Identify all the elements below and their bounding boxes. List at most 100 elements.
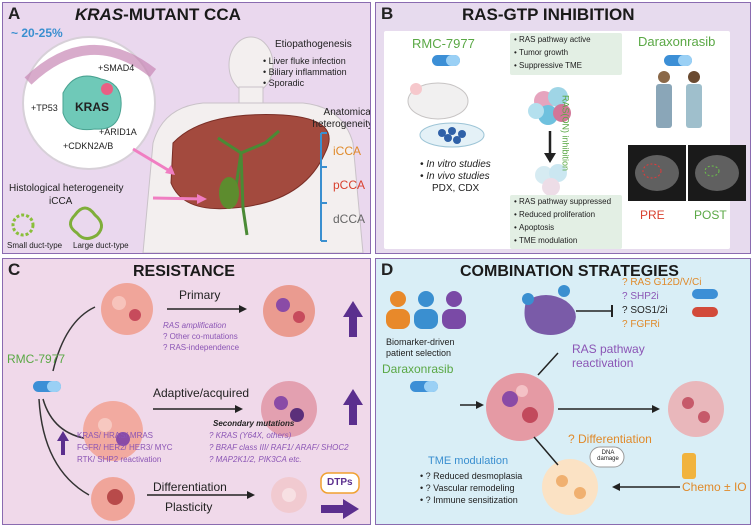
panel-title: KRAS-MUTANT CCA xyxy=(75,5,241,24)
biomarker-selection-label: Biomarker-driven patient selection xyxy=(386,337,455,359)
ras-suppressed-item: RAS pathway suppressed xyxy=(514,197,611,206)
etiopathogenesis-title: Etiopathogenesis xyxy=(275,39,352,50)
rmc-7977-label: RMC-7977 xyxy=(7,352,66,366)
tme-item: ? Immune sensitization xyxy=(420,495,518,505)
study-item: In vitro studies xyxy=(420,159,490,171)
primary-item: ? RAS-independence xyxy=(163,343,240,352)
daraxonrasib-label: Daraxonrasib xyxy=(382,362,454,376)
dtp-arrow-icon xyxy=(321,499,359,519)
ras-on-inhibition-label: RAS(ON) inhibition xyxy=(560,95,571,172)
arid1a-label: +ARID1A xyxy=(99,127,137,137)
secondary-item: ? KRAS (Y64X, others) xyxy=(209,431,292,440)
tme-item: ? Vascular remodeling xyxy=(420,483,515,493)
ras-active-item: Tumor growth xyxy=(514,48,568,57)
bile-duct-tree xyxy=(217,129,280,236)
cdkn2a-label: +CDKN2A/B xyxy=(63,141,114,151)
panel-d-illustration xyxy=(386,285,724,515)
primary-label: Primary xyxy=(179,288,221,302)
histological-heterogeneity-title: Histological heterogeneity xyxy=(9,183,124,194)
dcca-label: dCCA xyxy=(333,212,366,226)
panel-title: RAS-GTP INHIBITION xyxy=(462,5,635,24)
liver-illustration xyxy=(170,114,330,210)
anatomical-heterogeneity-title: Anatomical heterogeneity xyxy=(312,107,371,130)
up-arrow-icon xyxy=(343,301,363,337)
combo-item-fgfr: ? FGFRi xyxy=(622,319,660,330)
panel-letter: C xyxy=(8,260,21,279)
patients-icon xyxy=(386,291,466,329)
rmc-7977-label: RMC-7977 xyxy=(412,36,475,51)
tme-item: ? Reduced desmoplasia xyxy=(420,471,523,481)
panel-a-illustration xyxy=(11,36,364,253)
panel-title: COMBINATION STRATEGIES xyxy=(460,263,679,280)
study-models-label: PDX, CDX xyxy=(432,183,480,194)
study-item: In vivo studies xyxy=(420,171,489,183)
combo-item-shp2: ? SHP2i xyxy=(622,291,659,302)
dna-damage-badge xyxy=(589,446,625,468)
panel-a-kras-mutant-cca: A KRAS-MUTANT CCA ~ 20-25% KRAS +SMAD4 +… xyxy=(2,2,371,254)
up-arrow-icon xyxy=(343,389,363,425)
pcca-label: pCCA xyxy=(333,178,366,192)
ras-active-item: RAS pathway active xyxy=(514,35,591,44)
tme-modulation-title: TME modulation xyxy=(428,455,509,467)
primary-item: RAS amplification xyxy=(163,321,227,330)
dtps-label: DTPs xyxy=(327,477,353,488)
chemo-bag-icon xyxy=(682,453,696,479)
ras-suppressed-item: Reduced proliferation xyxy=(514,210,595,219)
pill-icon xyxy=(432,55,460,66)
pill-icon xyxy=(664,55,692,66)
icca-label: iCCA xyxy=(333,144,362,158)
dtps-badge xyxy=(320,472,360,494)
panel-b-illustration xyxy=(407,55,746,201)
secondary-item: ? BRAF class III/ RAF1/ ARAF/ SHOC2 xyxy=(209,443,349,452)
etio-item: Biliary inflammation xyxy=(263,67,347,77)
kras-label: KRAS xyxy=(75,100,110,114)
tumor-cluster-treated-icon xyxy=(535,164,567,196)
adaptive-acquired-label: Adaptive/acquired xyxy=(153,386,250,400)
panel-title: RESISTANCE xyxy=(133,263,235,280)
reactivation-item: KRAS/ HRAS/ MRAS xyxy=(77,431,154,440)
large-duct-icon xyxy=(69,206,103,240)
panel-letter: B xyxy=(381,4,394,23)
panel-letter: A xyxy=(8,4,21,23)
panel-d-combination-strategies: D COMBINATION STRATEGIES Biomarker-drive… xyxy=(375,258,751,525)
histological-icca-label: iCCA xyxy=(49,196,73,207)
reactivation-item: RTK/ SHP2 reactivation xyxy=(77,455,162,464)
dna-damage-label: DNA damage xyxy=(597,450,619,462)
tumor-cluster-acquired-icon xyxy=(261,381,317,437)
patient-figure-icon xyxy=(656,71,702,128)
combo-pill-icon xyxy=(692,289,718,299)
dispersed-tumor-icon xyxy=(668,381,724,437)
receptor-protein-icon xyxy=(524,295,576,335)
tp53-label: +TP53 xyxy=(31,103,58,113)
prevalence-label: ~ 20-25% xyxy=(11,26,63,40)
mouse-icon xyxy=(407,82,469,120)
combo-pill-icon xyxy=(692,307,718,317)
tumor-cluster-icon xyxy=(486,373,554,441)
differentiation-label: Differentiation xyxy=(153,480,227,494)
panel-c-resistance: C RESISTANCE RMC-7977 Primary RAS amplif… xyxy=(2,258,371,525)
gallbladder-illustration xyxy=(219,177,239,209)
etio-item: Sporadic xyxy=(263,78,305,88)
small-duct-icon xyxy=(11,213,35,237)
pre-label: PRE xyxy=(640,208,665,222)
tumor-cluster-primary-icon xyxy=(101,283,153,335)
panel-c-illustration xyxy=(33,283,363,521)
secondary-item: ? MAP2K1/2, PIK3CA etc. xyxy=(209,455,302,464)
ras-suppressed-item: TME modulation xyxy=(514,236,577,245)
differentiation-label: ? Differentiation xyxy=(568,432,652,446)
tumor-cluster-icon xyxy=(528,87,571,125)
plasticity-label: Plasticity xyxy=(165,500,213,514)
etio-item: Liver fluke infection xyxy=(263,56,346,66)
chemo-io-label: Chemo ± IO xyxy=(682,480,747,494)
tme-cluster-icon xyxy=(542,459,598,515)
combo-item-sos: ? SOS1/2i xyxy=(622,305,668,316)
post-label: POST xyxy=(694,208,727,222)
reactivation-item: FGFR/ HER2/ HER3/ MYC xyxy=(77,443,173,452)
ras-suppressed-item: Apoptosis xyxy=(514,223,554,232)
small-duct-label: Small duct-type xyxy=(7,241,63,250)
panel-b-ras-gtp-inhibition: B RAS-GTP INHIBITION RMC-7977 Daraxonras… xyxy=(375,2,751,254)
ras-active-item: Suppressive TME xyxy=(514,61,582,70)
tumor-cluster-resistant-icon xyxy=(263,285,315,337)
combo-item-ras-g12: ? RAS G12D/V/Ci xyxy=(622,277,702,288)
pill-icon xyxy=(410,381,438,392)
